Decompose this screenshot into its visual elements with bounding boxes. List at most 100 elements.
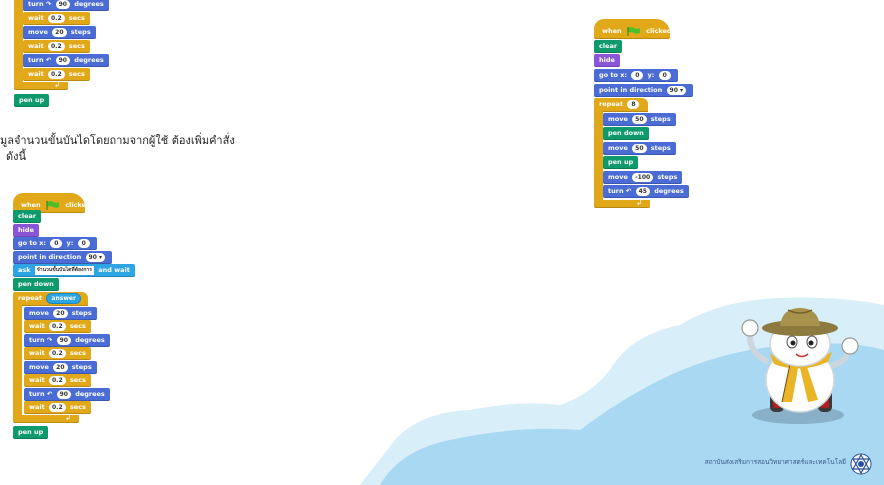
move-label: move	[608, 115, 628, 123]
repeat-label: repeat	[599, 100, 624, 108]
steps-label: steps	[71, 309, 92, 317]
turn-right-icon: ↷	[45, 0, 52, 8]
wait-block[interactable]: wait 0.2 secs	[24, 320, 91, 333]
repeat-block[interactable]: repeat 8	[594, 98, 648, 112]
pen-up-label: pen up	[18, 428, 44, 436]
move-label: move	[608, 173, 628, 181]
secs-label: secs	[68, 70, 85, 78]
secs-label: secs	[69, 403, 86, 411]
wait-block[interactable]: wait 0.2 secs	[24, 401, 91, 414]
wait-input[interactable]: 0.2	[48, 13, 65, 23]
green-flag-icon	[627, 26, 640, 36]
point-in-direction-block[interactable]: point in direction 90 ▾	[594, 84, 693, 97]
wait-block[interactable]: wait 0.2 secs	[24, 347, 91, 360]
clear-block[interactable]: clear	[594, 40, 623, 53]
move-block[interactable]: move 20 steps	[23, 26, 96, 39]
steps-label: steps	[650, 115, 671, 123]
repeat-c-bar	[594, 111, 603, 203]
turn-right-block[interactable]: turn ↷ 90 degrees	[24, 334, 110, 347]
wait-block[interactable]: wait 0.2 secs	[23, 40, 90, 53]
y-input[interactable]: 0	[77, 238, 90, 248]
wait-block[interactable]: wait 0.2 secs	[23, 68, 90, 81]
degrees-input[interactable]: 90	[55, 0, 70, 9]
go-to-xy-block[interactable]: go to x: 0 y: 0	[13, 237, 97, 250]
repeat-count-input[interactable]: 8	[627, 99, 640, 109]
steps-label: steps	[71, 363, 92, 371]
move-block[interactable]: move 50 steps	[603, 113, 676, 126]
wait-block[interactable]: wait 0.2 secs	[24, 374, 91, 387]
move-block[interactable]: move -100 steps	[603, 171, 683, 184]
pen-up-label: pen up	[19, 96, 45, 104]
turn-label: turn	[608, 187, 624, 195]
y-label: y:	[66, 239, 74, 247]
hide-block[interactable]: hide	[594, 54, 620, 67]
steps-label: steps	[650, 144, 671, 152]
answer-reporter[interactable]: answer	[46, 292, 81, 304]
go-to-x-label: go to x:	[18, 239, 47, 247]
move-block[interactable]: move 20 steps	[24, 307, 97, 320]
hide-label: hide	[599, 56, 615, 64]
point-in-direction-block[interactable]: point in direction 90 ▾	[13, 251, 112, 264]
steps-input[interactable]: -100	[632, 172, 654, 182]
pen-up-block[interactable]: pen up	[13, 426, 49, 439]
pen-down-label: pen down	[18, 280, 54, 288]
move-label: move	[28, 28, 48, 36]
pen-down-block[interactable]: pen down	[13, 278, 59, 291]
move-block[interactable]: move 20 steps	[24, 361, 97, 374]
repeat-c-foot: ↲	[13, 414, 79, 423]
pen-down-block[interactable]: pen down	[603, 127, 649, 140]
wait-input[interactable]: 0.2	[49, 348, 66, 358]
x-input[interactable]: 0	[50, 238, 63, 248]
hide-block[interactable]: hide	[13, 224, 39, 237]
degrees-input[interactable]: 90	[55, 55, 70, 65]
steps-input[interactable]: 50	[632, 143, 647, 153]
degrees-input[interactable]: 90	[56, 389, 71, 399]
green-flag-icon	[46, 200, 59, 210]
clear-block[interactable]: clear	[13, 210, 42, 223]
steps-input[interactable]: 20	[52, 27, 67, 37]
pen-up-block[interactable]: pen up	[14, 94, 50, 107]
repeat-block[interactable]: repeat answer	[13, 292, 88, 306]
degrees-input[interactable]: 45	[635, 186, 650, 196]
wait-input[interactable]: 0.2	[48, 41, 65, 51]
wait-label: wait	[29, 322, 45, 330]
steps-input[interactable]: 50	[632, 114, 647, 124]
x-input[interactable]: 0	[631, 70, 644, 80]
clear-label: clear	[18, 212, 37, 220]
turn-label: turn	[28, 56, 44, 64]
wait-input[interactable]: 0.2	[48, 69, 65, 79]
when-flag-clicked-block[interactable]: when clicked	[13, 193, 91, 213]
wait-input[interactable]: 0.2	[49, 402, 66, 412]
turn-left-block[interactable]: turn ↶ 90 degrees	[24, 388, 110, 401]
secs-label: secs	[68, 14, 85, 22]
wait-input[interactable]: 0.2	[49, 375, 66, 385]
loop-arrow-icon: ↲	[54, 81, 60, 89]
degrees-label: degrees	[75, 390, 105, 398]
direction-dropdown[interactable]: 90 ▾	[85, 252, 105, 262]
secs-label: secs	[69, 349, 86, 357]
wait-label: wait	[28, 42, 44, 50]
point-in-direction-label: point in direction	[599, 86, 663, 94]
degrees-label: degrees	[74, 0, 104, 8]
go-to-xy-block[interactable]: go to x: 0 y: 0	[594, 69, 678, 82]
wait-block[interactable]: wait 0.2 secs	[23, 12, 90, 25]
y-input[interactable]: 0	[658, 70, 671, 80]
degrees-input[interactable]: 90	[56, 335, 71, 345]
turn-right-block[interactable]: turn ↷ 90 degrees	[23, 0, 109, 11]
steps-input[interactable]: 20	[53, 308, 68, 318]
move-block[interactable]: move 50 steps	[603, 142, 676, 155]
direction-dropdown[interactable]: 90 ▾	[666, 85, 686, 95]
go-to-x-label: go to x:	[599, 71, 628, 79]
ask-and-wait-block[interactable]: ask จำนวนขั้นบันไดที่ต้องการ and wait	[13, 264, 135, 277]
repeat-c-bar	[14, 0, 23, 88]
when-label: when	[21, 201, 41, 209]
turn-label: turn	[28, 0, 44, 8]
pen-up-block[interactable]: pen up	[603, 156, 639, 169]
wait-label: wait	[29, 349, 45, 357]
ask-text-input[interactable]: จำนวนขั้นบันไดที่ต้องการ	[34, 265, 94, 275]
turn-left-block[interactable]: turn ↶ 90 degrees	[23, 54, 109, 67]
when-flag-clicked-block[interactable]: when clicked	[594, 19, 672, 39]
wait-input[interactable]: 0.2	[49, 321, 66, 331]
steps-input[interactable]: 20	[53, 362, 68, 372]
turn-left-block[interactable]: turn ↶ 45 degrees	[603, 185, 689, 198]
